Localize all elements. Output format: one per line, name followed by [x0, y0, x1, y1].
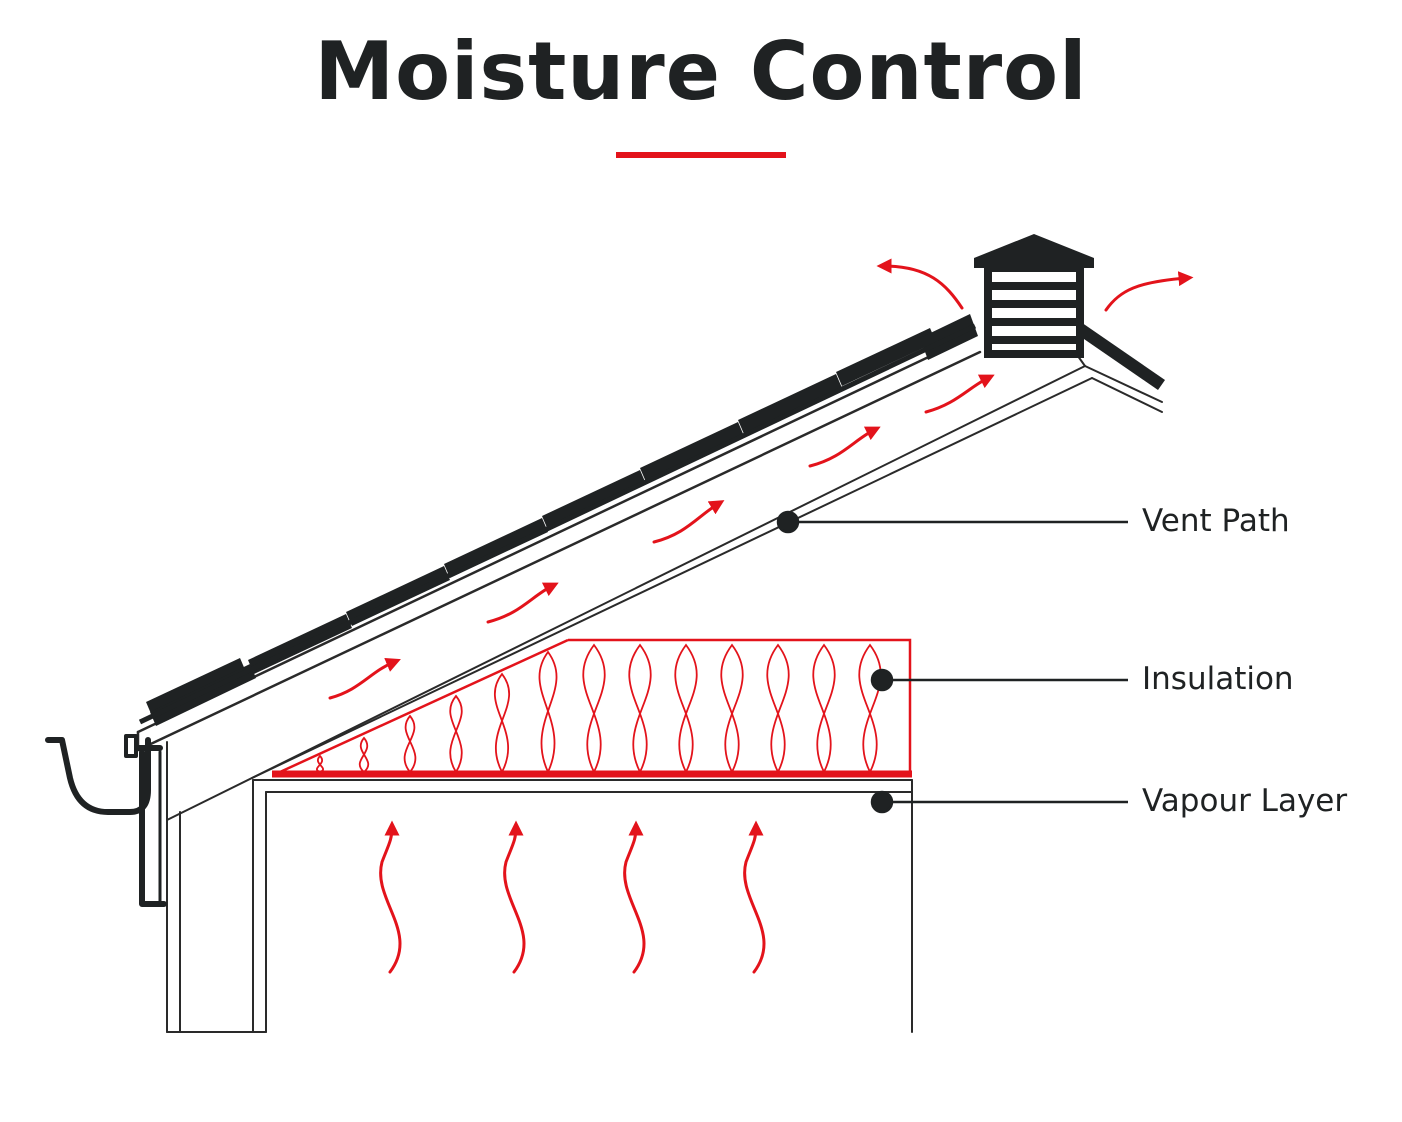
airflow-arrow-icon	[328, 657, 401, 700]
airflow-arrow-icon	[1104, 271, 1194, 312]
moisture-arrows	[379, 820, 766, 974]
title-underline	[616, 152, 786, 158]
gutter-icon	[45, 734, 167, 907]
airflow-arrow-icon	[876, 258, 964, 310]
roof-structure	[136, 333, 1163, 1033]
moisture-arrow-icon	[379, 820, 402, 974]
callout-leaders	[776, 510, 1128, 814]
airflow-arrow-icon	[486, 582, 559, 624]
vent-path-marker	[776, 510, 800, 534]
insulation-batt	[279, 638, 912, 775]
insulation-label: Insulation	[1142, 661, 1294, 697]
vapour-layer-marker	[870, 790, 894, 814]
insulation-marker	[870, 668, 894, 692]
vapour-layer-label: Vapour Layer	[1142, 783, 1348, 819]
moisture-arrow-icon	[503, 820, 526, 974]
vent-path-label: Vent Path	[1142, 503, 1290, 539]
roof-vent-icon	[974, 234, 1094, 358]
moisture-arrow-icon	[623, 820, 646, 974]
airflow-arrow-icon	[808, 426, 881, 468]
airflow-arrow-icon	[924, 374, 995, 414]
diagram-title: Moisture Control	[314, 25, 1088, 118]
roof-shingles	[146, 314, 1165, 726]
airflow-arrows	[328, 258, 1194, 700]
roof-deck-edge	[138, 323, 977, 725]
airflow-arrow-icon	[652, 500, 725, 544]
moisture-arrow-icon	[743, 820, 766, 974]
